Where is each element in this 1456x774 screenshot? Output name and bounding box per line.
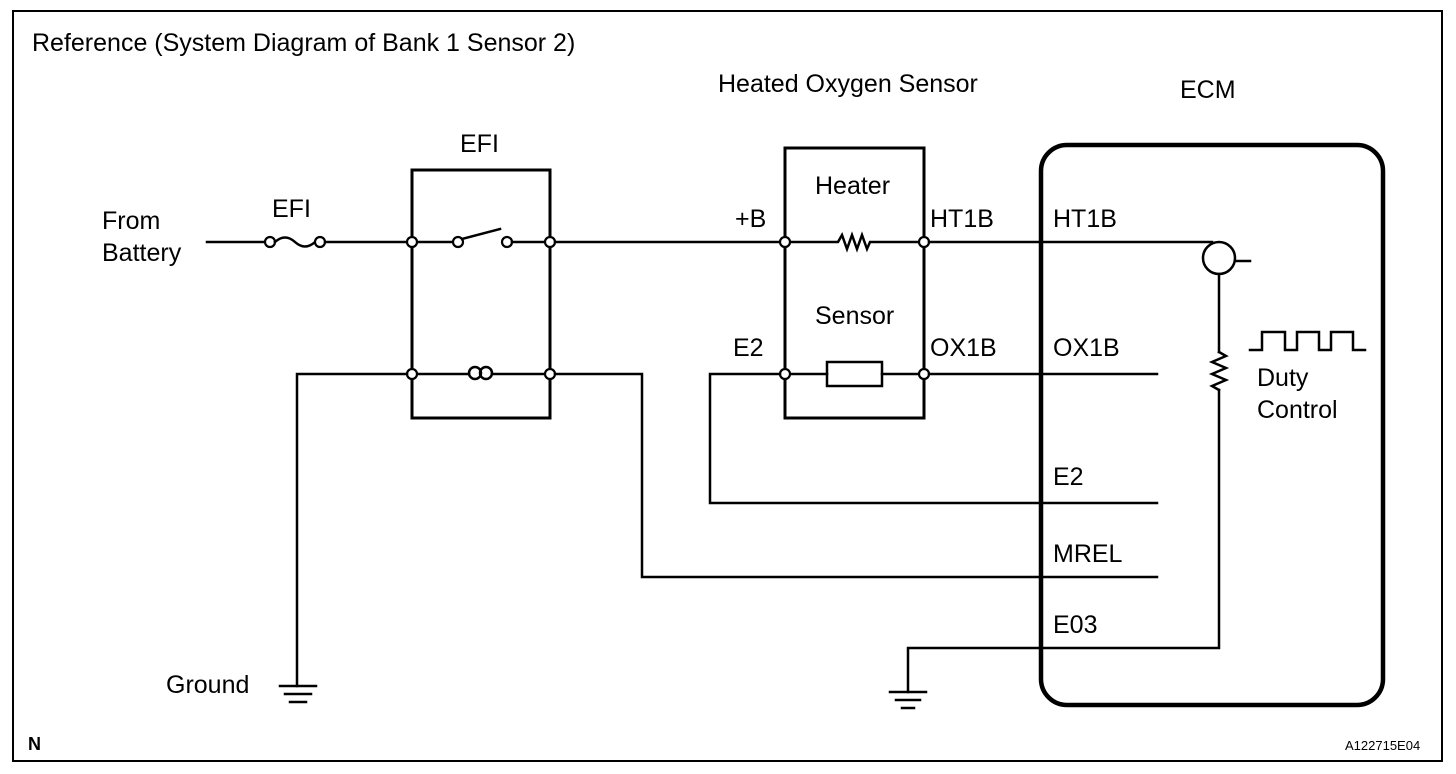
transistor-icon: [1201, 240, 1252, 276]
sensor-element-label: Sensor: [815, 302, 894, 330]
relay-switch-icon: [415, 227, 547, 249]
ecm-pin-ox1b: OX1B: [1053, 334, 1120, 362]
power-source-label-line1: From: [102, 207, 160, 235]
e2-wire: [708, 372, 1159, 505]
ground-label: Ground: [166, 671, 249, 699]
relay-terminal: [543, 235, 557, 249]
sensor-terminal: [778, 367, 792, 381]
power-source-label-line2: Battery: [102, 239, 182, 267]
figure-frame: [12, 10, 1443, 762]
relay-terminal: [405, 367, 419, 381]
relay-coil-icon: [415, 365, 547, 381]
ecm-pin-mrel: MREL: [1053, 540, 1123, 568]
diagram-title: Reference (System Diagram of Bank 1 Sens…: [32, 29, 575, 57]
ecm-box: [1038, 142, 1386, 708]
sensor-pin-ht1b: HT1B: [930, 205, 994, 233]
duty-waveform-icon: [1248, 330, 1367, 352]
relay-ground-wire: [295, 372, 409, 688]
ground-symbol-icon: [888, 690, 928, 710]
sensor-title: Heated Oxygen Sensor: [718, 70, 978, 98]
ecm-pin-e03: E03: [1053, 611, 1097, 639]
relay-terminal: [543, 367, 557, 381]
duty-control-label-line2: Control: [1257, 396, 1338, 424]
sensor-terminal: [917, 367, 931, 381]
sensor-box: [783, 146, 926, 420]
sensor-pin-ox1b: OX1B: [930, 334, 997, 362]
ecm-title: ECM: [1180, 76, 1236, 104]
fuse-symbol-icon: [263, 235, 327, 249]
relay-box: [410, 168, 552, 420]
sensor-pin-e2: E2: [733, 334, 764, 362]
mrel-wire: [553, 372, 1159, 579]
heater-resistor-icon: [788, 231, 921, 253]
ecm-resistor-icon: [1208, 350, 1230, 392]
heater-label: Heater: [815, 172, 890, 200]
sensor-pin-plus-b: +B: [735, 205, 766, 233]
relay-label: EFI: [460, 130, 499, 158]
sensor-element-icon: [788, 360, 921, 388]
duty-control-label-line1: Duty: [1257, 364, 1309, 392]
ecm-pin-ht1b: HT1B: [1053, 205, 1117, 233]
relay-terminal: [405, 235, 419, 249]
ground-symbol-icon: [278, 684, 318, 704]
sensor-terminal: [917, 235, 931, 249]
e03-ground-wire: [906, 388, 1221, 694]
figure-id: A122715E04: [1345, 738, 1420, 753]
ecm-pin-e2: E2: [1053, 463, 1084, 491]
corner-mark: N: [28, 734, 41, 754]
sensor-terminal: [778, 235, 792, 249]
fuse-label: EFI: [272, 195, 311, 223]
